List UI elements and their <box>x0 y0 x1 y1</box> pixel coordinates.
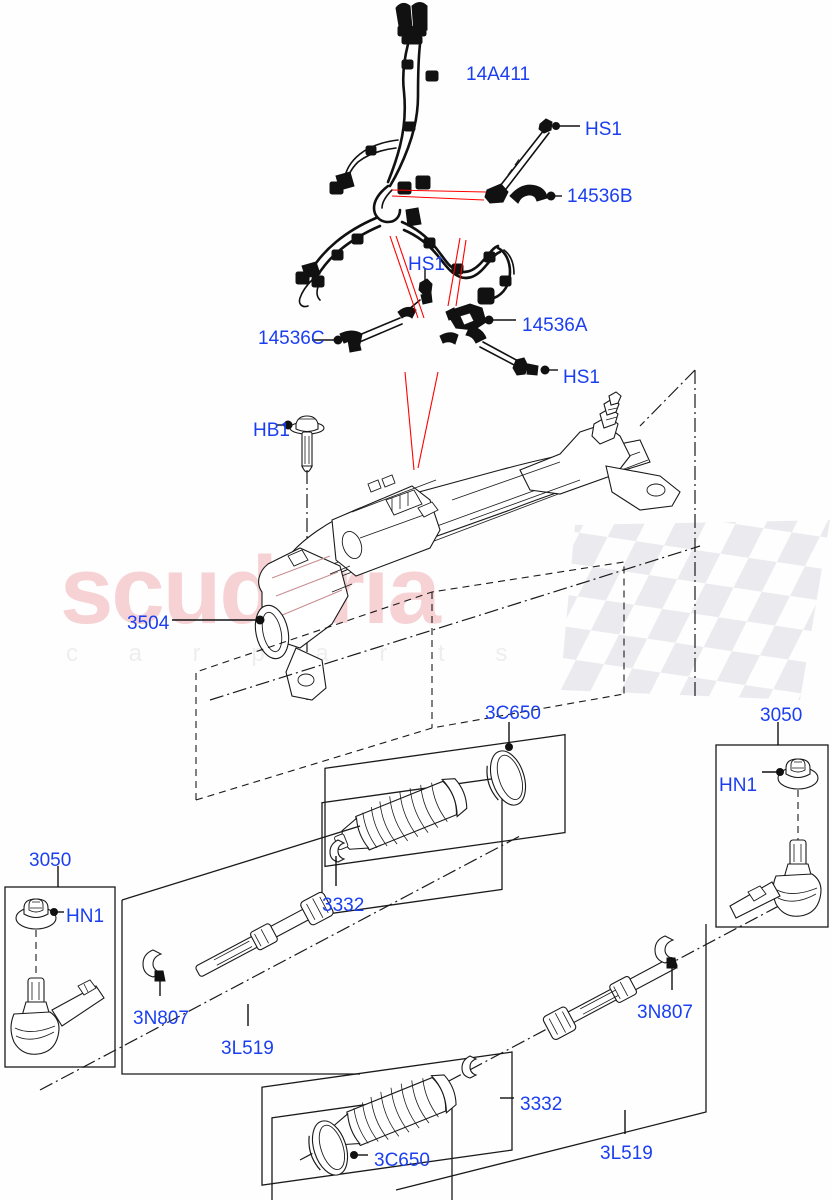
label-3050-right[interactable]: 3050 <box>760 705 803 726</box>
wiring-harness-14A411 <box>295 2 515 308</box>
tie-rod-end-body-right <box>729 839 822 919</box>
label-3332-upper[interactable]: 3332 <box>322 895 365 916</box>
bellows-assembly-lower <box>261 1051 514 1200</box>
construction-lines <box>39 369 791 1161</box>
pinion-input-shaft <box>591 391 622 445</box>
label-hs1-lower[interactable]: HS1 <box>563 367 600 388</box>
label-hn1-right[interactable]: HN1 <box>719 775 758 796</box>
tie-rod-end-body-left <box>10 977 105 1055</box>
harness-bracket-14536B <box>484 129 562 204</box>
label-hs1-center[interactable]: HS1 <box>408 254 445 275</box>
steering-gear-3504 <box>172 391 681 701</box>
label-14536C[interactable]: 14536C <box>258 328 325 349</box>
screw-hs1-upper-right <box>538 118 580 134</box>
label-3332-lower[interactable]: 3332 <box>520 1094 563 1115</box>
bellows-assembly-upper <box>321 722 566 916</box>
label-3504[interactable]: 3504 <box>127 613 170 634</box>
harness-bracket-14536C <box>312 299 421 353</box>
label-3C650-upper[interactable]: 3C650 <box>485 703 541 724</box>
label-hn1-left[interactable]: HN1 <box>66 906 105 927</box>
label-hs1-upper[interactable]: HS1 <box>585 119 622 140</box>
tie-rod-assembly-left <box>121 825 361 1075</box>
mounting-bolt-hb1 <box>276 415 325 700</box>
label-3050-left[interactable]: 3050 <box>29 850 72 871</box>
label-3L519-right[interactable]: 3L519 <box>600 1143 653 1164</box>
label-3L519-left[interactable]: 3L519 <box>221 1038 274 1059</box>
screw-hs1-lower-right <box>512 357 558 376</box>
label-3N807-left[interactable]: 3N807 <box>133 1008 189 1029</box>
label-3N807-right[interactable]: 3N807 <box>637 1002 693 1023</box>
screw-hs1-center <box>418 268 433 305</box>
label-3C650-lower[interactable]: 3C650 <box>374 1150 430 1171</box>
nut-hn1-right <box>762 758 819 790</box>
tie-rod-assembly-right <box>395 924 707 1191</box>
label-14536B[interactable]: 14536B <box>567 186 633 207</box>
red-leader-lines <box>389 189 487 471</box>
harness-bracket-14536A <box>439 303 521 368</box>
label-14A411[interactable]: 14A411 <box>466 64 531 85</box>
nut-hn1-left <box>15 898 64 930</box>
tie-rod-end-box-left <box>4 866 116 1068</box>
label-14536A[interactable]: 14536A <box>522 315 588 336</box>
label-hb1[interactable]: HB1 <box>253 420 290 441</box>
tie-rod-end-box-right <box>715 722 829 928</box>
